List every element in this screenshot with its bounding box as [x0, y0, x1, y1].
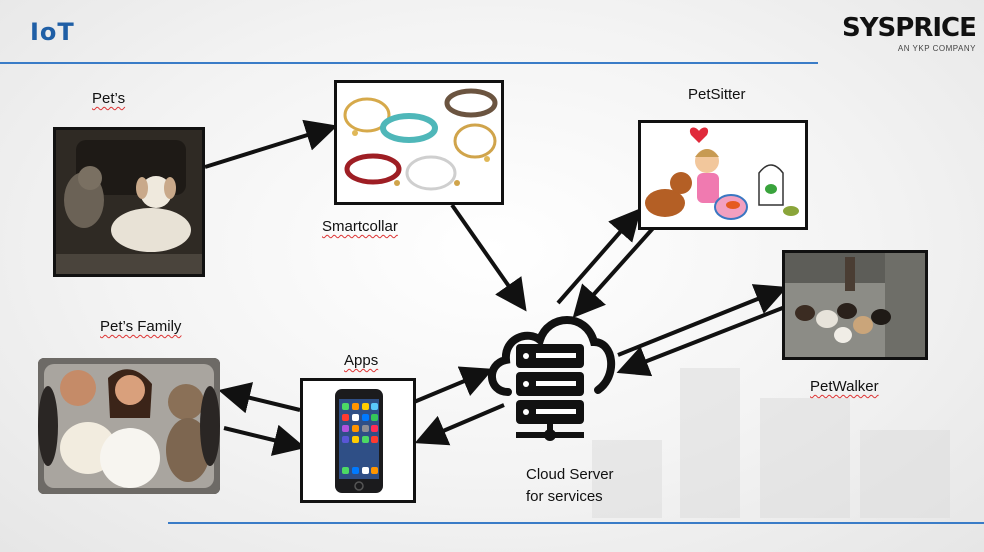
logo-wordmark: SYSPRICE: [842, 13, 977, 43]
pets-photo: [53, 127, 205, 277]
arrow-pets-to-collar: [204, 119, 338, 169]
arrow-apps-to-family: [218, 382, 301, 414]
family-photo: [38, 358, 220, 494]
arrow-petwalker-to-cloud: [616, 305, 786, 377]
slide-title: IoT: [30, 18, 75, 46]
footer-rule: [168, 522, 984, 524]
petsitter-image: [641, 123, 805, 227]
bg-decoration: [680, 368, 740, 518]
logo-tagline: AN YKP COMPANY: [897, 44, 976, 53]
cloud-server-label: Cloud Server for services: [526, 464, 614, 508]
petwalker-label: PetWalker: [810, 378, 879, 395]
cloud-label-line2: for services: [526, 488, 603, 505]
bg-decoration: [860, 430, 950, 518]
pets-image: [56, 130, 202, 274]
pets-label: Pet’s: [92, 90, 126, 107]
cloud-server-icon: [488, 316, 616, 441]
family-label: Pet’s Family: [100, 318, 182, 335]
header-rule: [0, 62, 818, 64]
smartcollar-label: Smartcollar: [322, 218, 398, 235]
bg-decoration: [592, 440, 662, 518]
cloud-label-line1: Cloud Server: [526, 466, 614, 483]
apps-photo: [300, 378, 416, 503]
arrow-cloud-to-petwalker: [617, 284, 788, 357]
bg-decoration: [760, 398, 850, 518]
arrow-collar-to-cloud: [450, 203, 527, 312]
family-image: [38, 358, 220, 494]
arrow-cloud-to-apps: [414, 403, 505, 446]
petsitter-label: PetSitter: [688, 86, 746, 103]
petwalker-image: [785, 253, 925, 357]
company-logo: SYSPRICE AN YKP COMPANY: [842, 13, 977, 58]
smartcollar-photo: [334, 80, 504, 205]
apps-label: Apps: [344, 352, 379, 369]
phone-icon: [303, 381, 413, 500]
petwalker-photo: [782, 250, 928, 360]
arrow-apps-to-cloud: [413, 366, 494, 404]
arrow-family-to-apps: [223, 424, 306, 456]
petsitter-photo: [638, 120, 808, 230]
smartcollar-image: [337, 83, 501, 202]
arrow-cloud-to-petsitter: [556, 207, 642, 305]
arrow-petsitter-to-cloud: [572, 224, 657, 318]
